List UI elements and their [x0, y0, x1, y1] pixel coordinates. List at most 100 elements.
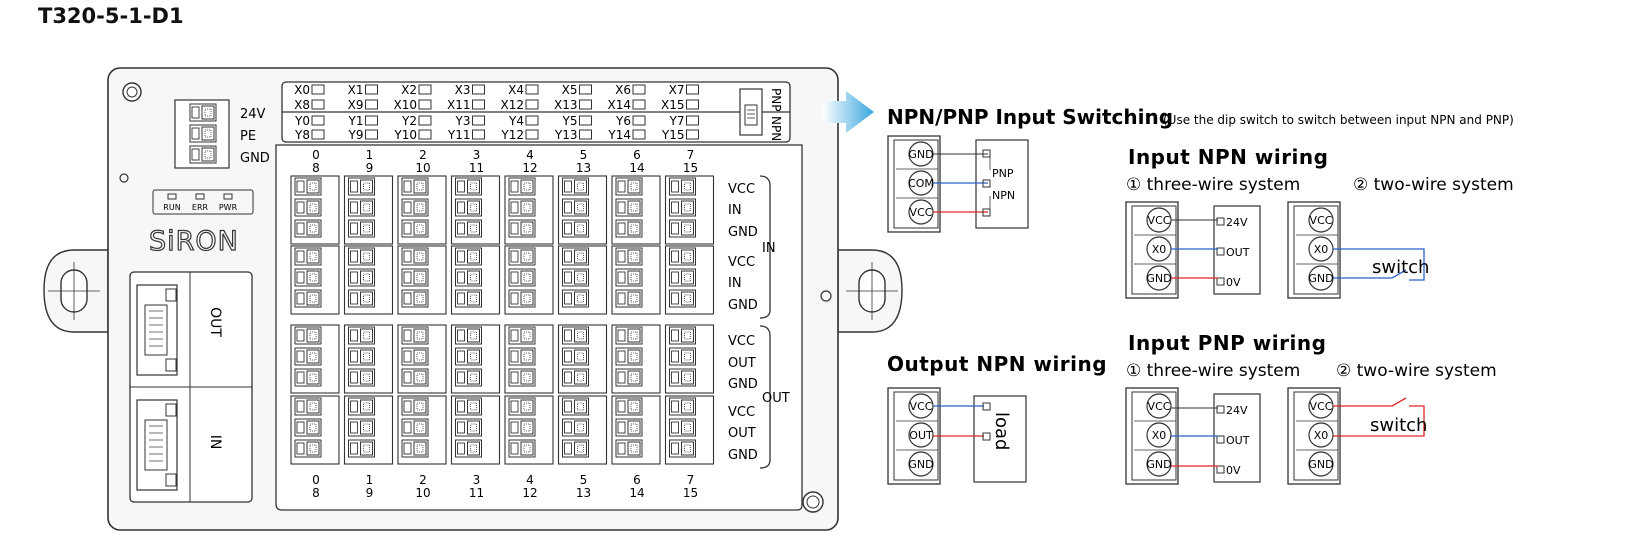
io-indicator-led: [632, 115, 646, 126]
led-run: [167, 193, 177, 200]
io-indicator-led: [418, 129, 432, 140]
io-indicator-led: [686, 99, 699, 110]
col-label-top: 1: [366, 148, 374, 162]
power-terminal-pin: [189, 145, 217, 164]
terminal-label: GND: [908, 148, 933, 161]
terminal-pin: [401, 347, 429, 366]
terminal-block-frame: [557, 245, 608, 315]
npn-switch-label: switch: [1372, 257, 1429, 278]
in-row-label: IN: [728, 203, 742, 218]
terminal-block-frame: [664, 324, 715, 394]
switching-note: (Use the dip switch to switch between in…: [1163, 113, 1514, 127]
io-label: Y12: [500, 128, 524, 142]
terminal-pin: [455, 439, 482, 458]
io-indicator-led: [686, 115, 699, 126]
document-title: T320-5-1-D1: [38, 4, 184, 28]
io-indicator-led: [686, 129, 699, 140]
io-indicator-led: [579, 84, 592, 95]
terminal-pin: [615, 198, 643, 217]
terminal-block-frame: [290, 395, 340, 465]
terminal-pin: [294, 418, 322, 437]
in-row-label: VCC: [728, 182, 755, 197]
io-label: X11: [447, 98, 471, 112]
col-label-bottom: 2: [419, 473, 427, 487]
terminal-pin: [615, 439, 643, 458]
terminal-pin: [508, 347, 536, 366]
terminal-label: OUT: [909, 429, 933, 442]
sensor-label: OUT: [1226, 246, 1250, 259]
io-indicator-led: [472, 99, 485, 110]
terminal-pin: [401, 397, 429, 416]
io-label: Y5: [562, 114, 578, 128]
terminal-block-frame: [343, 395, 394, 465]
col-label-top: 7: [687, 148, 695, 162]
terminal-pin: [294, 247, 322, 266]
io-label: X6: [615, 83, 631, 97]
col-label-bottom: 4: [526, 473, 534, 487]
power-terminal-pin: [189, 124, 217, 143]
led-err: [195, 193, 205, 200]
io-label: Y13: [554, 128, 578, 142]
terminal-pin: [294, 439, 322, 458]
out-row-label: VCC: [728, 405, 755, 420]
in-row-label: IN: [728, 276, 742, 291]
switching-heading: NPN/PNP Input Switching: [887, 105, 1173, 129]
terminal-pin: [562, 347, 589, 366]
io-label: X10: [394, 98, 418, 112]
io-label: Y6: [615, 114, 631, 128]
col-label-bottom: 0: [312, 473, 320, 487]
terminal-pin: [455, 326, 482, 345]
col-label-bottom: 3: [473, 473, 481, 487]
terminal-pin: [562, 247, 589, 266]
col-label-top2: 15: [683, 161, 698, 175]
terminal-label: GND: [1146, 458, 1171, 471]
terminal-pin: [508, 289, 536, 308]
screw-terminal: [908, 451, 934, 477]
power-terminal: [174, 99, 230, 169]
ethernet-port-out: [136, 284, 178, 376]
terminal-label: VCC: [910, 400, 933, 413]
col-label-bottom: 1: [366, 473, 374, 487]
io-indicator-led: [525, 99, 539, 110]
io-label: X0: [294, 83, 310, 97]
terminal-pin: [401, 289, 429, 308]
terminal-block-frame: [343, 324, 394, 394]
terminal-pin: [294, 177, 322, 196]
io-label: Y3: [455, 114, 471, 128]
terminal-pin: [348, 198, 375, 217]
screw-terminal: [1308, 451, 1334, 477]
terminal-pin: [348, 347, 375, 366]
terminal-block-frame: [664, 395, 715, 465]
sensor-label: 24V: [1226, 404, 1248, 417]
terminal-pin: [455, 198, 482, 217]
terminal-label: GND: [1146, 272, 1171, 285]
io-label: X4: [508, 83, 524, 97]
terminal-block-frame: [343, 245, 394, 315]
screw-terminal: [1146, 422, 1172, 448]
io-indicator-led: [472, 115, 485, 126]
terminal-label: VCC: [1148, 400, 1171, 413]
terminal-pin: [348, 289, 375, 308]
io-indicator-led: [579, 99, 592, 110]
terminal-label: GND: [1308, 458, 1333, 471]
io-label: X9: [348, 98, 364, 112]
io-label: X7: [669, 83, 685, 97]
terminal-pin: [401, 198, 429, 217]
brand-logo: SiRON: [149, 226, 239, 257]
terminal-pin: [669, 439, 696, 458]
terminal-block-frame: [450, 175, 501, 245]
terminal-pin: [562, 177, 589, 196]
col-label-bottom2: 15: [683, 486, 698, 500]
terminal-pin: [401, 177, 429, 196]
terminal-pin: [455, 289, 482, 308]
pointer-arrow: [822, 91, 874, 133]
terminal-block-frame: [397, 245, 447, 315]
terminal-pin: [294, 326, 322, 345]
terminal-pin: [615, 326, 643, 345]
terminal-block-frame: [504, 245, 554, 315]
col-label-bottom2: 12: [522, 486, 537, 500]
